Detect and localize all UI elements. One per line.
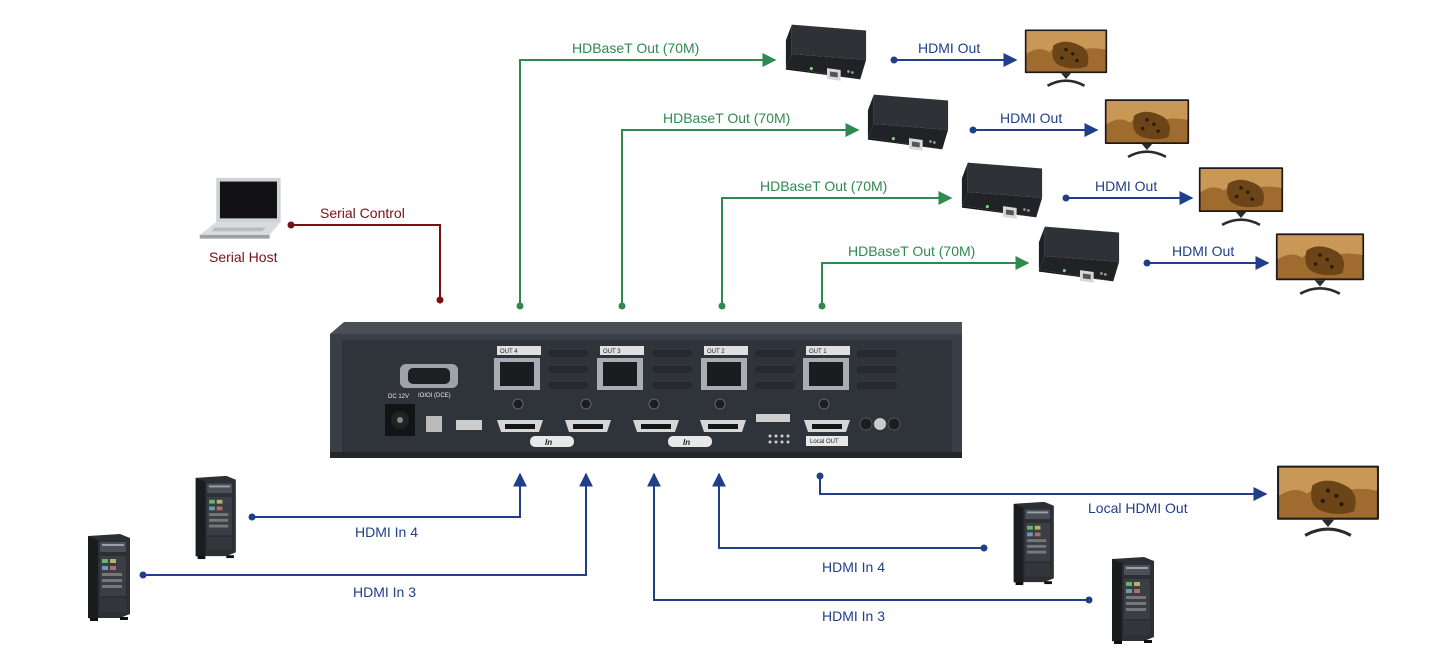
dc-label: DC 12V <box>388 394 409 400</box>
out-port-1-label: OUT 1 <box>809 349 827 355</box>
hdbaset-receiver-icon <box>867 94 949 151</box>
local-out-port: Local OUT <box>804 420 850 446</box>
vent-slots <box>548 350 897 389</box>
hdmi-in-line-3-right <box>647 472 1093 604</box>
screws <box>512 398 830 410</box>
hdmi-out-label-3: HDMI Out <box>1095 178 1157 194</box>
hdmi-in-4-right-label: HDMI In 4 <box>822 559 885 575</box>
out-port-2: OUT 2 <box>701 346 748 390</box>
monitor-icon <box>1276 463 1380 538</box>
in-group-tag-right: In <box>668 436 712 447</box>
out-port-2-label: OUT 2 <box>707 349 725 355</box>
hdmi-in-line-4-left <box>248 472 527 521</box>
out-port-4-label: OUT 4 <box>500 349 518 355</box>
local-hdmi-out-line <box>816 472 1268 501</box>
tower-pc-icon <box>1013 501 1054 586</box>
hdbaset-receiver-icon <box>785 24 867 81</box>
hdmi-in-line-3-left <box>139 472 593 579</box>
hdbaset-out-label-3: HDBaseT Out (70M) <box>760 178 887 194</box>
hdbaset-line-4 <box>818 256 1030 310</box>
hdmi-in-4-left-label: HDMI In 4 <box>355 524 418 540</box>
hdbaset-receiver-icon <box>1038 226 1120 283</box>
hdbaset-line-2 <box>618 123 860 310</box>
in-group-tag-left: In <box>530 436 574 447</box>
serial-control-label: Serial Control <box>320 205 405 221</box>
out-port-3-label: OUT 3 <box>603 349 621 355</box>
hdmi-out-line-1 <box>890 53 1018 67</box>
monitor-icon <box>1275 231 1365 296</box>
rotary-switch <box>426 416 442 432</box>
edid-buttons <box>859 417 901 431</box>
hdmi-out-label-4: HDMI Out <box>1172 243 1234 259</box>
in-group-label-left: In <box>545 438 552 447</box>
hdmi-out-label-1: HDMI Out <box>918 40 980 56</box>
tower-pc-icon <box>195 475 236 560</box>
monitor-icon <box>1104 97 1190 159</box>
rs232-label: IOIOI (DCE) <box>418 393 451 399</box>
tower-pc-icon <box>88 534 130 621</box>
serial-control-line <box>287 221 444 304</box>
in-group-label-right: In <box>683 438 690 447</box>
status-leds <box>756 414 790 444</box>
matrix-device-rear-panel: IOIOI (DCE) DC 12V OUT 4 OUT 3 OUT 2 <box>330 322 962 458</box>
hdbaset-line-3 <box>718 191 953 310</box>
hdmi-in-line-4-right <box>712 472 988 552</box>
hdmi-out-line-2 <box>969 123 1099 137</box>
dc-power-port: DC 12V <box>385 394 415 436</box>
laptop-icon <box>199 177 281 239</box>
hdmi-in-3-right-label: HDMI In 3 <box>822 608 885 624</box>
tower-pc-icon <box>1112 557 1154 644</box>
hdmi-out-line-3 <box>1062 191 1194 205</box>
hdbaset-receiver-icon <box>961 162 1043 219</box>
dip-switch <box>456 420 482 430</box>
local-hdmi-out-label: Local HDMI Out <box>1088 500 1188 516</box>
out-port-1: OUT 1 <box>803 346 850 390</box>
hdbaset-out-label-4: HDBaseT Out (70M) <box>848 243 975 259</box>
hdmi-out-label-2: HDMI Out <box>1000 110 1062 126</box>
out-port-4: OUT 4 <box>494 346 541 390</box>
hdbaset-out-label-2: HDBaseT Out (70M) <box>663 110 790 126</box>
hdbaset-out-label-1: HDBaseT Out (70M) <box>572 40 699 56</box>
monitor-icon <box>1198 165 1284 227</box>
hdbaset-line-1 <box>516 53 777 310</box>
hdmi-in-3-left-label: HDMI In 3 <box>353 584 416 600</box>
out-port-3: OUT 3 <box>597 346 644 390</box>
serial-host-label: Serial Host <box>209 249 278 265</box>
rs232-port: IOIOI (DCE) <box>400 364 458 399</box>
local-out-label: Local OUT <box>810 439 839 445</box>
monitor-icon <box>1024 28 1108 88</box>
hdmi-out-line-4 <box>1143 256 1270 270</box>
